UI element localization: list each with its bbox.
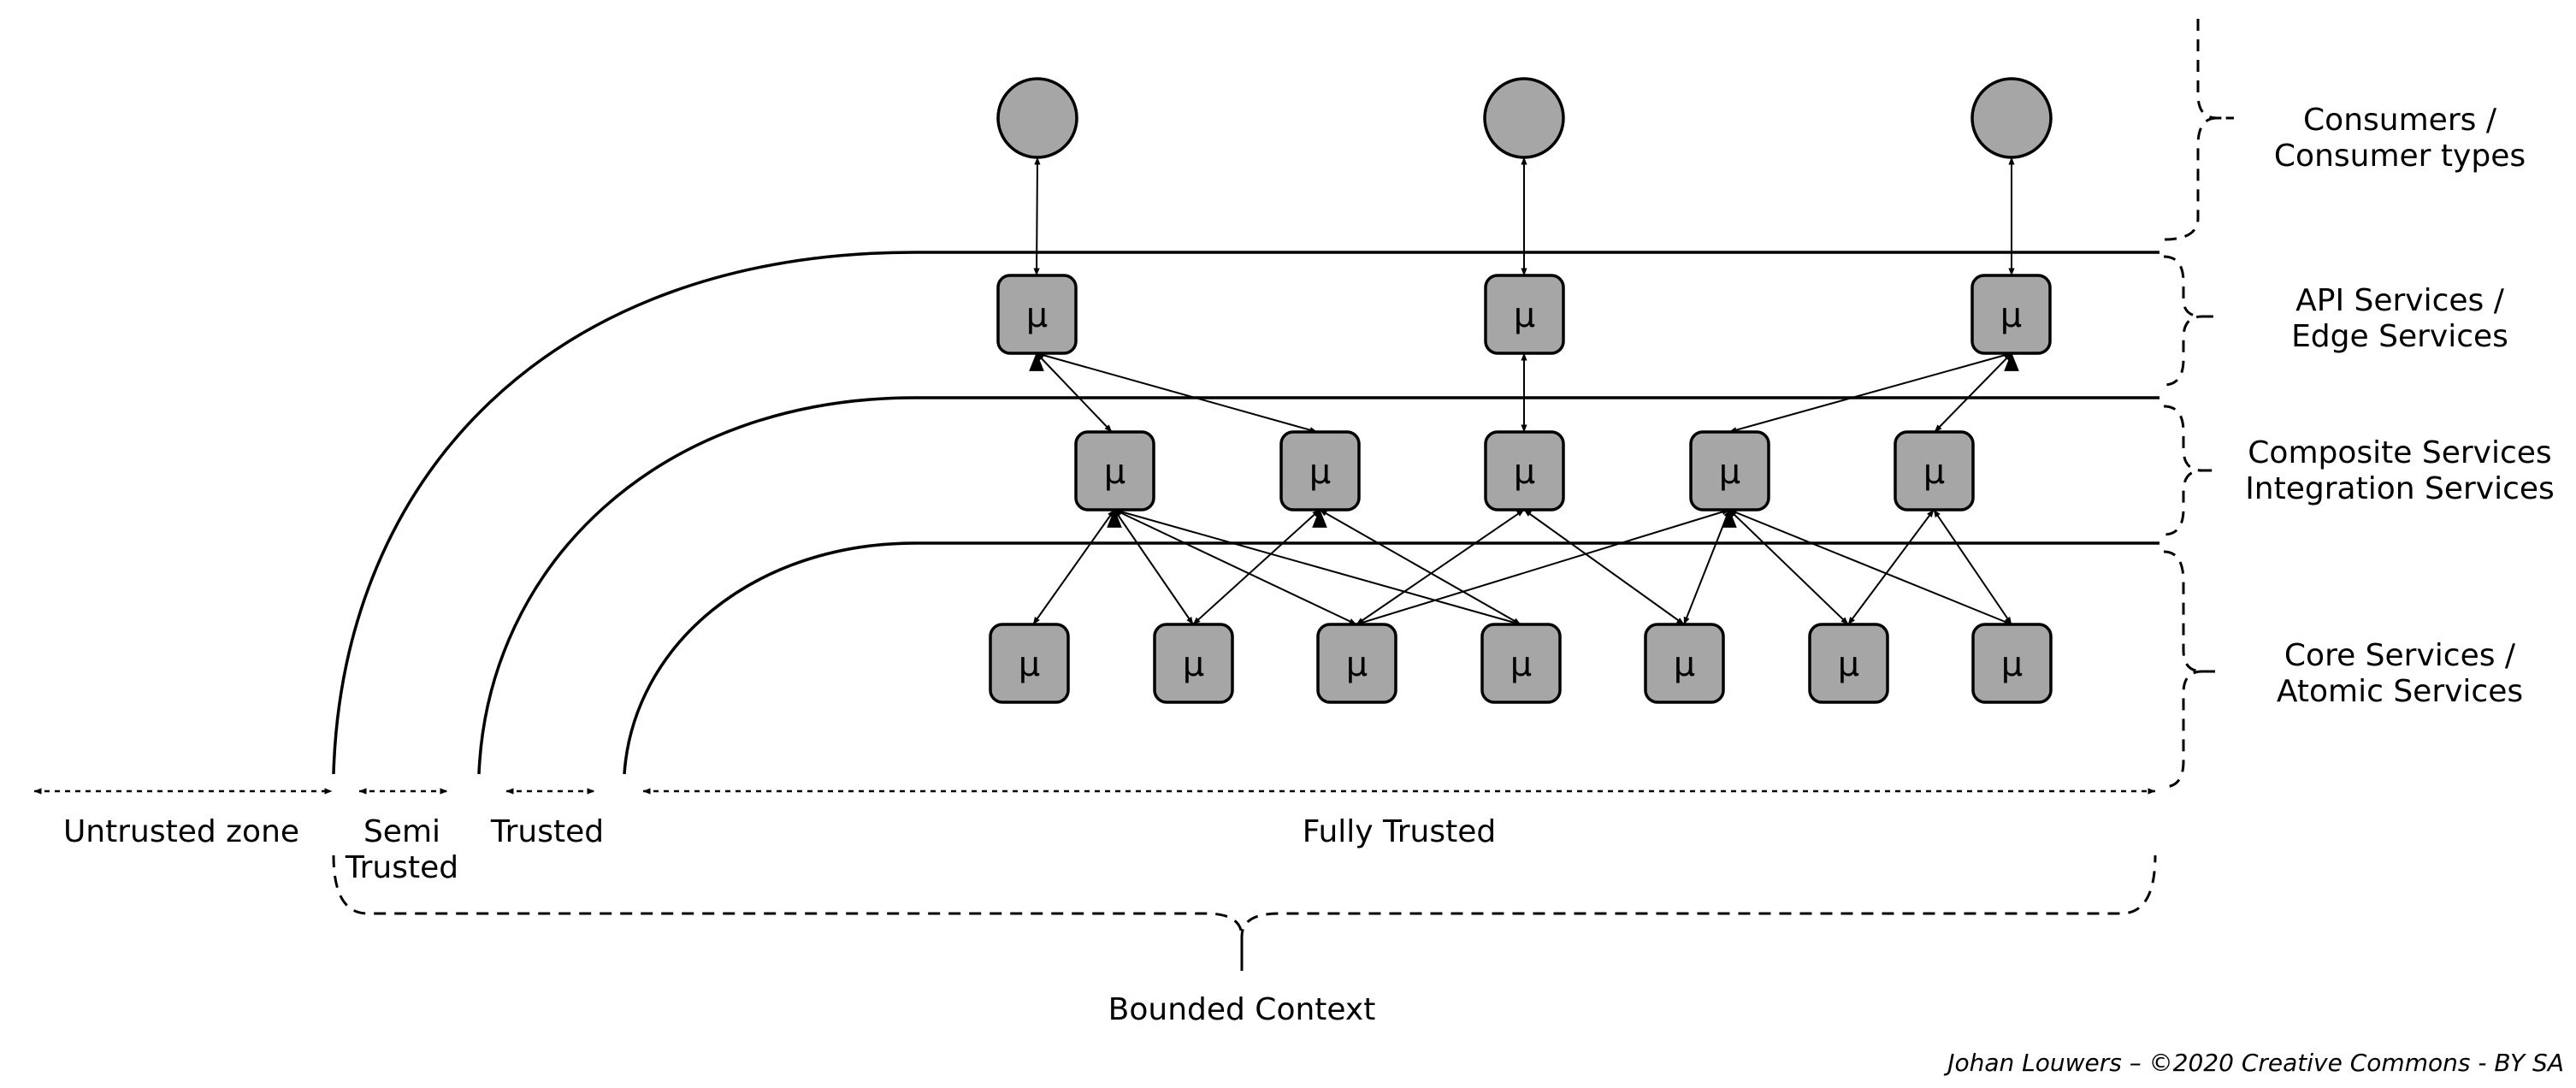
trusted-zone-label: Trusted	[490, 814, 604, 849]
connection-arrow	[1036, 352, 1113, 433]
connection-arrow	[1356, 509, 1730, 625]
connection-arrow	[1523, 509, 1685, 625]
composite-service-node: μ	[1689, 430, 1770, 511]
semi-trusted-label-line1: Semi	[363, 814, 440, 849]
core-service-node: μ	[1808, 623, 1889, 704]
svg-text:μ: μ	[1346, 645, 1368, 684]
service-connections	[1032, 157, 2015, 626]
api-label-line2: Edge Services	[2291, 319, 2508, 354]
semi-trusted-label-line2: Trusted	[345, 850, 458, 885]
connection-arrow	[1319, 509, 1521, 625]
api-layer-top-boundary	[332, 251, 2159, 775]
api-service-node: μ	[996, 274, 1078, 355]
bounded-context-label: Bounded Context	[1108, 992, 1376, 1027]
core-service-node: μ	[1644, 623, 1725, 704]
connection-arrow	[1036, 352, 1318, 434]
connection-arrow	[1728, 352, 2012, 434]
composite-label-line1: Composite Services	[2248, 435, 2551, 470]
svg-text:μ: μ	[1104, 452, 1126, 492]
connection-arrow	[1847, 509, 1935, 625]
svg-text:μ: μ	[1514, 452, 1535, 492]
connection-arrow	[1114, 509, 1194, 625]
bounded-context-brace	[332, 854, 2157, 971]
connection-arrow	[1356, 509, 1525, 625]
credit-text: Johan Louwers – ©2020 Creative Commons -…	[1943, 1049, 2564, 1077]
composite-service-node: μ	[1279, 430, 1361, 511]
svg-text:μ: μ	[1923, 452, 1945, 492]
connection-arrow	[1934, 352, 2012, 433]
svg-text:μ: μ	[1510, 645, 1532, 684]
core-service-node: μ	[1316, 623, 1397, 704]
connection-arrow	[1192, 509, 1320, 625]
connection-arrow	[1683, 509, 1730, 625]
composite-service-node: μ	[1894, 430, 1975, 511]
svg-text:μ: μ	[1838, 645, 1859, 684]
api-service-node: μ	[1970, 274, 2052, 355]
fully-trusted-zone-label: Fully Trusted	[1303, 814, 1497, 849]
composite-service-node: μ	[1484, 430, 1565, 511]
consumer-node	[996, 77, 1078, 159]
svg-text:μ: μ	[1514, 296, 1535, 335]
core-service-node: μ	[1480, 623, 1562, 704]
svg-text:μ: μ	[1719, 452, 1740, 492]
core-label-line1: Core Services /	[2284, 638, 2516, 673]
svg-text:μ: μ	[2000, 296, 2022, 335]
consumers-label-line2: Consumer types	[2274, 139, 2526, 174]
core-label-line2: Atomic Services	[2277, 674, 2523, 709]
connection-arrow	[1728, 509, 2012, 625]
core-service-node: μ	[989, 623, 1070, 704]
core-service-node: μ	[1971, 623, 2053, 704]
composite-service-node: μ	[1074, 430, 1155, 511]
untrusted-zone-label: Untrusted zone	[63, 814, 299, 849]
core-service-node: μ	[1153, 623, 1234, 704]
svg-text:μ: μ	[1026, 296, 1048, 335]
svg-text:μ: μ	[1674, 645, 1695, 684]
consumer-node	[1970, 77, 2053, 159]
composite-label-line2: Integration Services	[2245, 471, 2555, 506]
svg-text:μ: μ	[2001, 645, 2023, 684]
core-layer-top-boundary	[623, 541, 2159, 775]
connection-arrow	[1114, 508, 1521, 626]
svg-text:μ: μ	[1019, 645, 1040, 684]
consumers-brace	[2163, 19, 2234, 241]
svg-text:μ: μ	[1183, 645, 1204, 684]
connection-arrow	[1933, 509, 2012, 625]
svg-text:μ: μ	[1309, 452, 1331, 492]
api-label-line1: API Services /	[2295, 283, 2505, 318]
composite-brace	[2163, 405, 2215, 536]
core-brace	[2163, 550, 2215, 789]
composite-layer-top-boundary	[477, 396, 2159, 775]
connection-arrow	[1728, 509, 1849, 625]
api-brace	[2163, 255, 2215, 387]
consumer-node	[1483, 77, 1565, 159]
connection-arrow	[1032, 509, 1115, 625]
api-service-node: μ	[1484, 274, 1565, 355]
consumers-label-line1: Consumers /	[2303, 103, 2497, 138]
